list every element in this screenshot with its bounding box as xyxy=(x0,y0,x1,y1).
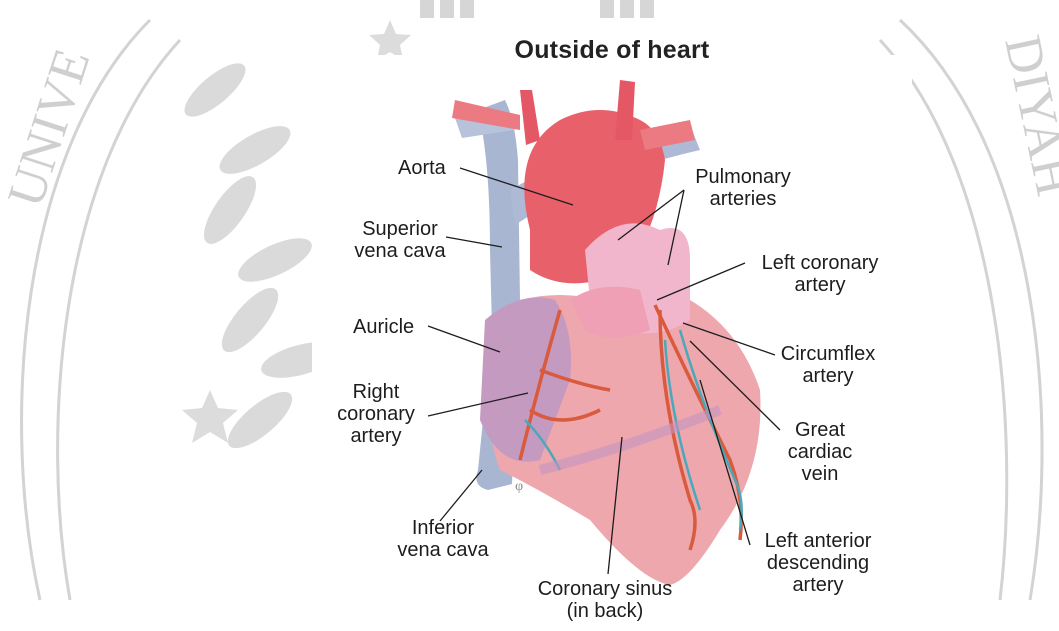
label-line: Left anterior xyxy=(748,530,888,552)
label-pulmonary-arteries: Pulmonary arteries xyxy=(678,166,808,210)
label-line: Superior xyxy=(340,218,460,240)
label-line: descending xyxy=(748,552,888,574)
label-auricle: Auricle xyxy=(353,316,414,338)
label-circumflex-artery: Circumflex artery xyxy=(768,343,888,387)
label-line: arteries xyxy=(678,188,808,210)
label-left-coronary-artery: Left coronary artery xyxy=(745,252,895,296)
diagram-title: Outside of heart xyxy=(312,36,912,65)
label-coronary-sinus: Coronary sinus (in back) xyxy=(520,578,690,622)
label-great-cardiac-vein: Great cardiac vein xyxy=(780,419,860,485)
label-line: vena cava xyxy=(340,240,460,262)
label-line: cardiac xyxy=(780,441,860,463)
label-line: Coronary sinus xyxy=(520,578,690,600)
label-line: artery xyxy=(748,574,888,596)
label-superior-vena-cava: Superior vena cava xyxy=(340,218,460,262)
label-line: (in back) xyxy=(520,600,690,622)
label-line: vena cava xyxy=(378,539,508,561)
label-line: Auricle xyxy=(353,316,414,338)
label-inferior-vena-cava: Inferior vena cava xyxy=(378,517,508,561)
label-line: Right xyxy=(326,381,426,403)
label-line: Aorta xyxy=(398,157,446,179)
label-line: artery xyxy=(326,425,426,447)
label-line: Inferior xyxy=(378,517,508,539)
label-line: artery xyxy=(768,365,888,387)
label-right-coronary-artery: Right coronary artery xyxy=(326,381,426,447)
label-line: Left coronary xyxy=(745,252,895,274)
label-line: coronary xyxy=(326,403,426,425)
artist-signature: φ xyxy=(515,479,523,494)
label-line: Circumflex xyxy=(768,343,888,365)
label-line: Pulmonary xyxy=(678,166,808,188)
label-line: vein xyxy=(780,463,860,485)
label-left-anterior-descending-artery: Left anterior descending artery xyxy=(748,530,888,596)
label-aorta: Aorta xyxy=(398,157,446,179)
label-line: artery xyxy=(745,274,895,296)
label-line: Great xyxy=(780,419,860,441)
